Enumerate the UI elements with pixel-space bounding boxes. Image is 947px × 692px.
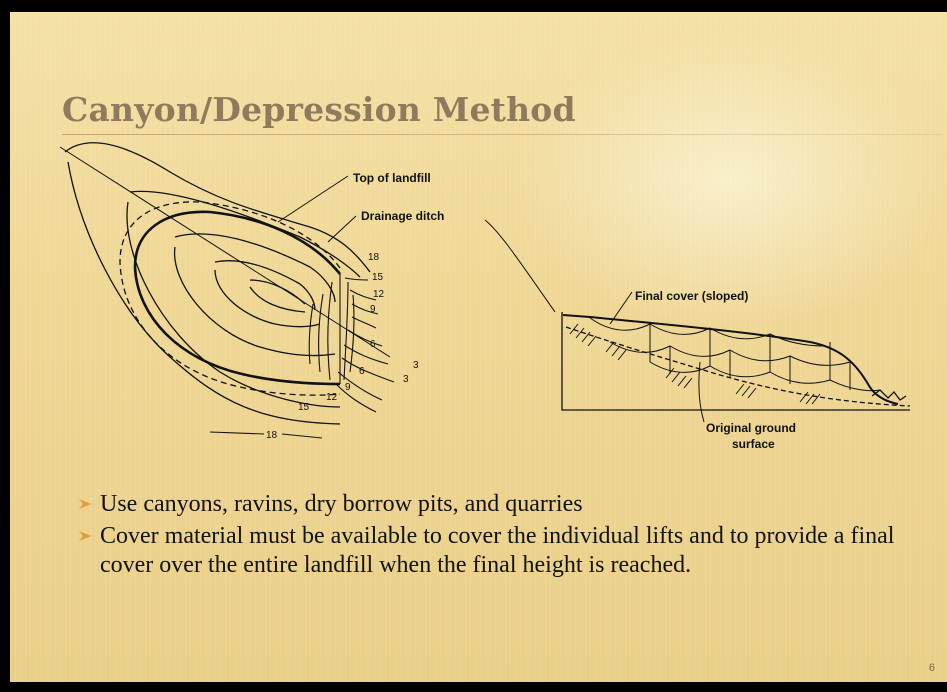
bullet-text: Cover material must be available to cove… <box>100 523 894 578</box>
contour-label-15-bottom: 15 <box>298 402 310 413</box>
section-view <box>562 312 910 410</box>
page-number: 6 <box>929 662 935 674</box>
contour-label-3-bottom: 3 <box>403 374 409 385</box>
contour-label-12-top: 12 <box>373 289 385 300</box>
plan-view <box>60 143 394 424</box>
contour-label-15-top: 15 <box>372 272 384 283</box>
original-ground-label-line2: surface <box>732 437 775 451</box>
original-ground-label-line1: Original ground <box>706 421 796 435</box>
contour-label-6-bottom: 6 <box>359 366 365 377</box>
original-ground-leader <box>699 362 704 422</box>
top-of-landfill-label: Top of landfill <box>353 171 431 185</box>
drainage-ditch-leader-right <box>485 220 555 312</box>
contour-inner-3 <box>250 280 305 312</box>
bullet-item: Cover material must be available to cove… <box>78 522 918 580</box>
section-box <box>562 312 910 410</box>
contour-label-18-bottom: 18 <box>266 430 278 441</box>
section-labels: Final cover (sloped) Original ground sur… <box>610 289 796 451</box>
plan-labels: Top of landfill Drainage ditch 18 15 12 … <box>210 171 555 441</box>
ground-hatching <box>570 324 820 404</box>
bullet-item: Use canyons, ravins, dry borrow pits, an… <box>78 490 918 519</box>
contour-label-9-bottom: 9 <box>345 382 351 393</box>
bullet-list: Use canyons, ravins, dry borrow pits, an… <box>78 490 918 583</box>
contour-label-18-top: 18 <box>368 252 380 263</box>
contour-label-3-top: 3 <box>413 360 419 371</box>
contour-label-12-bottom: 12 <box>326 392 338 403</box>
contour-inner-2 <box>215 261 320 327</box>
drainage-ditch-label: Drainage ditch <box>361 209 444 223</box>
original-ground-line <box>566 327 910 406</box>
final-cover-label: Final cover (sloped) <box>635 289 748 303</box>
bullet-arrow-icon <box>78 529 92 543</box>
bullet-text: Use canyons, ravins, dry borrow pits, an… <box>100 491 583 517</box>
slide: Canyon/Depression Method <box>10 12 947 682</box>
top-of-landfill-leader <box>278 176 348 222</box>
drainage-ditch-leader <box>328 216 356 242</box>
contour-label-9-top: 9 <box>370 304 376 315</box>
contour-inner-1 <box>175 234 335 356</box>
contour-label-6-top: 6 <box>370 339 376 350</box>
bullet-arrow-icon <box>78 497 92 511</box>
